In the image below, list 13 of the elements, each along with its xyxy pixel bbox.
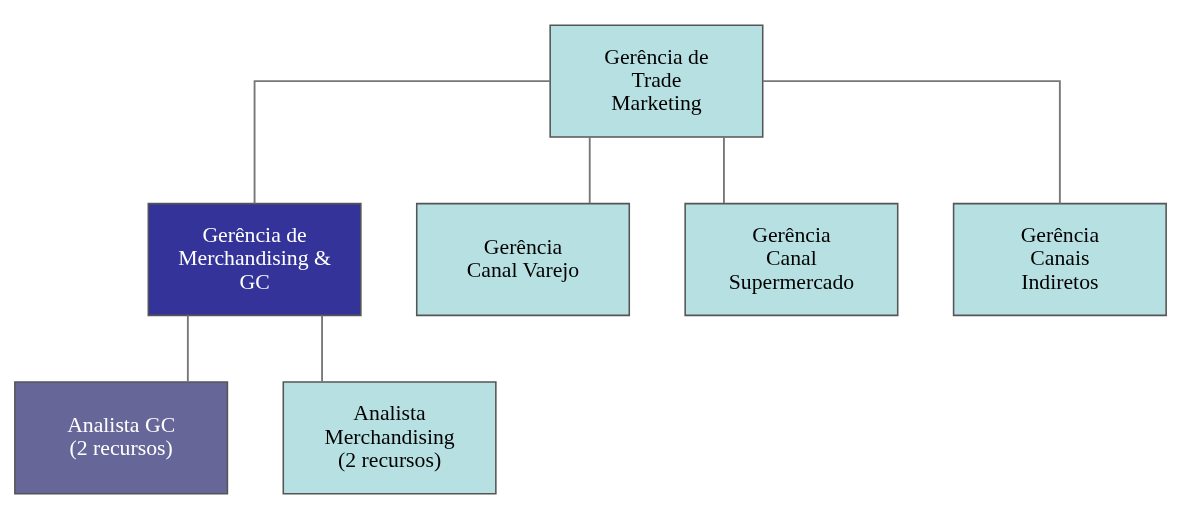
node-box: Gerência de Trade Marketing	[549, 23, 764, 138]
node-box: Gerência Canal Supermercado	[684, 202, 899, 316]
connector	[253, 79, 551, 204]
connector	[186, 314, 189, 382]
node-box: Gerência Canal Varejo	[415, 202, 631, 316]
connector	[321, 314, 323, 382]
connector	[762, 79, 1061, 204]
connector	[588, 135, 591, 204]
node-box: Analista Merchandising (2 recursos)	[282, 380, 497, 495]
connector	[723, 135, 725, 204]
node-box: Analista GC (2 recursos)	[14, 380, 229, 495]
node-box: Gerência de Merchandising & GC	[147, 202, 362, 316]
node-box: Gerência Canais Indiretos	[952, 202, 1167, 316]
